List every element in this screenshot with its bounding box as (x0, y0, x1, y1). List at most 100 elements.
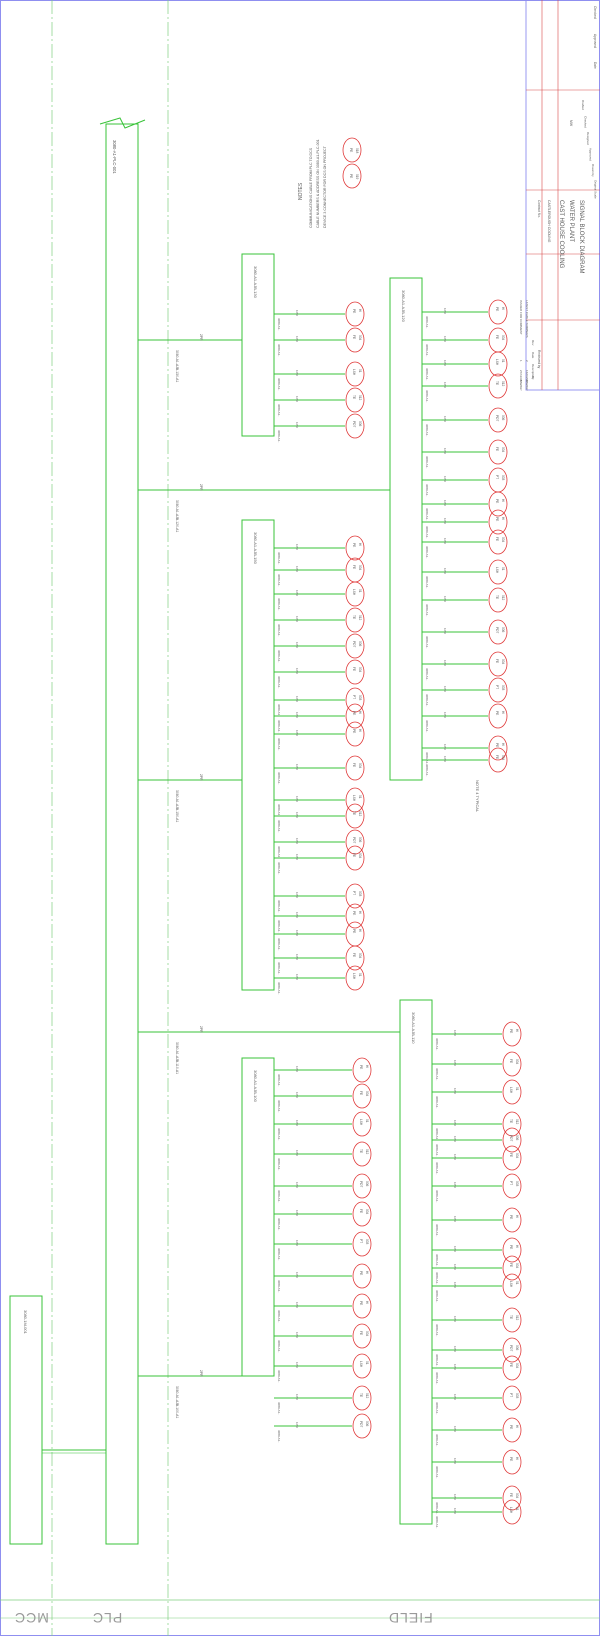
branch-pair-label: 1PR (453, 1282, 457, 1289)
branch-cable-label: 3080-A1- (435, 1324, 439, 1336)
junction-box (399, 999, 433, 1525)
field-device-num: 003 (501, 685, 505, 691)
field-device-symbol (345, 581, 365, 607)
branch-pair-label: 1PR (295, 1302, 299, 1309)
branch-cable-label: 3080-A1- (277, 920, 281, 932)
field-device-symbol (352, 1413, 372, 1439)
branch-cable-label: 3080-A1- (425, 526, 429, 538)
field-device-tag: PE (509, 1245, 513, 1249)
field-device-num: 004 (515, 1363, 519, 1369)
rev-by: MW/GP (525, 380, 529, 391)
branch-cable-label: 3080-A1- (425, 752, 429, 764)
field-device-tag: PE (495, 743, 499, 747)
field-device-tag: TE (352, 395, 356, 399)
field-device-num: HI (365, 1271, 369, 1274)
notes-heading: NOTES (298, 182, 304, 200)
field-device-tag: FE (495, 447, 499, 451)
junction-box (241, 253, 275, 437)
branch-pair-label: 1PR (453, 1426, 457, 1433)
zone-label-plc: PLC (92, 1610, 123, 1626)
branch-pair-label: 1PR (295, 310, 299, 317)
branch-pair-label: 1PR (443, 416, 447, 423)
title-role: Original Scale (594, 180, 598, 199)
branch-pair-label: 1PR (295, 930, 299, 937)
branch-pair-label: 1PR (295, 616, 299, 623)
sign-header: Approved (593, 34, 597, 48)
trunk-pair-label: 2PR (199, 484, 203, 491)
field-device-tag: LSH (509, 1087, 513, 1094)
branch-pair-label: 1PR (443, 382, 447, 389)
field-device-symbol (502, 1255, 522, 1281)
branch-pair-label: 1PR (453, 1088, 457, 1095)
field-device-tag: FE (359, 1209, 363, 1213)
branch-cable-label: 3080-A1- (435, 1068, 439, 1080)
field-device-symbol (488, 529, 508, 555)
field-device-num: 004 (515, 1493, 519, 1499)
notes-device-num: 018 (355, 148, 359, 154)
field-device-tag: PDT (495, 415, 499, 421)
branch-pair-label: 1PR (443, 360, 447, 367)
field-device-tag: PE (352, 911, 356, 915)
plc-panel-box (105, 123, 139, 1545)
branch-cable-label: 3080-A1- (277, 962, 281, 974)
branch-pair-label: 1PR (295, 954, 299, 961)
branch-cable-label: 3080-A1- (277, 1280, 281, 1292)
branch-cable-label: 3080-A1- (425, 456, 429, 468)
field-device-tag: FE (359, 1331, 363, 1335)
field-device-tag: FE (359, 1091, 363, 1095)
field-device-num: 004 (501, 335, 505, 341)
field-device-tag: PE (495, 517, 499, 521)
field-device-symbol (502, 1485, 522, 1511)
field-device-num: 01 (365, 1119, 369, 1123)
field-device-tag: PE (509, 1457, 513, 1461)
branch-pair-label: 1PR (453, 1182, 457, 1189)
field-device-tag: PDT (359, 1421, 363, 1427)
field-device-num: 003 (358, 695, 362, 701)
branch-cable-label: 3080-A1- (425, 720, 429, 732)
branch-cable-label: 3080-A1- (435, 1190, 439, 1202)
field-device-symbol (345, 535, 365, 561)
field-device-num: HI (515, 1457, 519, 1460)
branch-pair-label: 1PR (453, 1316, 457, 1323)
branch-cable-label: 3080-A1- (277, 862, 281, 874)
field-device-num: 004 (358, 953, 362, 959)
branch-cable-label: 3080-A1- (425, 424, 429, 436)
branch-pair-label: 1PR (453, 1458, 457, 1465)
rev-header: Rev (531, 340, 535, 346)
field-device-num: 012 (365, 1149, 369, 1155)
field-device-num: HI (358, 929, 362, 932)
branch-cable-label: 3080-A1- (425, 484, 429, 496)
branch-pair-label: 1PR (295, 668, 299, 675)
field-device-symbol (345, 301, 365, 327)
branch-pair-label: 1PR (453, 1494, 457, 1501)
field-device-symbol (352, 1263, 372, 1289)
notes-device-tag: PE (349, 148, 353, 152)
field-device-tag: PDT (352, 837, 356, 843)
branch-cable-label: 3080-A1- (435, 1402, 439, 1414)
field-device-symbol (345, 945, 365, 971)
field-device-num: 006 (365, 1181, 369, 1187)
field-device-num: HI (501, 499, 505, 502)
branch-pair-label: 1PR (295, 1394, 299, 1401)
branch-cable-label: 3080-A1- (277, 1248, 281, 1260)
branch-pair-label: 1PR (295, 1210, 299, 1217)
branch-pair-label: 1PR (443, 712, 447, 719)
field-device-tag: FE (495, 659, 499, 663)
trunk-pair-label: 2PR (199, 1370, 203, 1377)
branch-cable-label: 3080-A1- (435, 1502, 439, 1514)
branch-pair-label: 1PR (295, 1422, 299, 1429)
field-device-symbol (345, 883, 365, 909)
trunk-cable-label: 3080-A1-AJB-120-A1 (175, 500, 179, 532)
field-device-num: 006 (365, 1421, 369, 1427)
field-device-num: HI (501, 711, 505, 714)
branch-cable-label: 3080-A1- (277, 1310, 281, 1322)
trunk-cable-label: 3080-A1-AJB-110-A1 (175, 1042, 179, 1074)
branch-pair-label: 1PR (453, 1030, 457, 1037)
branch-pair-label: 1PR (295, 336, 299, 343)
field-device-num: 004 (515, 1059, 519, 1065)
field-device-num: 006 (515, 1345, 519, 1351)
field-device-tag: LSH (509, 1281, 513, 1288)
junction-box (241, 519, 275, 991)
field-device-num: 01 (515, 1281, 519, 1285)
branch-cable-label: 3080-A1- (425, 764, 429, 776)
